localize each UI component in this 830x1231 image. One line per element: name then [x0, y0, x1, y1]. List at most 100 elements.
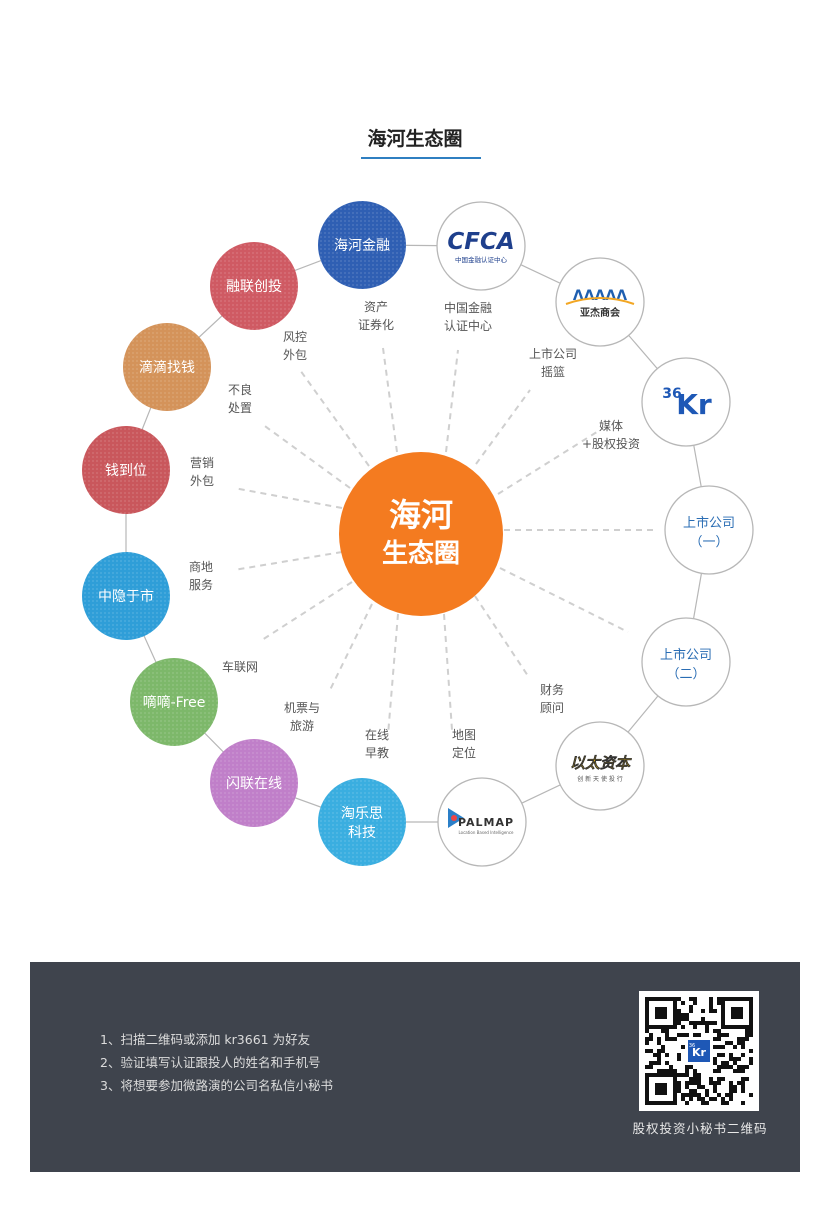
- yajie-logo-mark: ΛΛΛΛΛ: [573, 288, 627, 304]
- spoke-label: 服务: [189, 577, 213, 592]
- cfca-subtitle: 中国金融认证中心: [455, 255, 508, 264]
- spoke-label: 媒体: [599, 419, 623, 433]
- spoke-label: 上市公司: [529, 346, 577, 361]
- node-texture: [318, 778, 406, 866]
- spoke-label: +股权投资: [582, 436, 640, 451]
- outer-ring-line: [125, 244, 710, 823]
- node-texture: [130, 658, 218, 746]
- qr-caption: 股权投资小秘书二维码: [632, 1121, 768, 1136]
- connector-line: [299, 369, 370, 467]
- node-label: （一）: [689, 535, 728, 550]
- node-yajie[interactable]: ΛΛΛΛΛ 亚杰商会: [555, 257, 645, 347]
- connector-line: [261, 581, 353, 641]
- node-qian-daowei[interactable]: 钱到位: [82, 426, 170, 514]
- node-ronglian-chuangtou[interactable]: 融联创投: [210, 242, 298, 330]
- 36kr-logo-letters: Kr: [676, 388, 712, 421]
- node-label: 钱到位: [105, 463, 147, 479]
- spoke-label: 在线: [365, 728, 389, 742]
- spoke-label: 车联网: [222, 659, 258, 674]
- node-listed-2[interactable]: 上市公司（二）: [641, 617, 731, 707]
- palmap-icon-dot: [451, 815, 457, 821]
- node-circle: [641, 357, 731, 447]
- qr-center-logo-small: 36: [689, 1043, 695, 1049]
- node-circle: [641, 617, 731, 707]
- label-meiti: 媒体 +股权投资: [582, 419, 640, 451]
- connector-line: [387, 613, 399, 736]
- node-zhongyin-yushi[interactable]: 中隐于市: [82, 552, 170, 640]
- spoke-label: 资产: [364, 300, 388, 314]
- connector-line: [475, 389, 531, 465]
- label-chelianwang: 车联网: [222, 659, 258, 674]
- node-texture: [210, 739, 298, 827]
- node-circle: [555, 257, 645, 347]
- center-node: 海河生态圈: [339, 452, 503, 616]
- spoke-label: 定位: [452, 745, 476, 760]
- center-title-line1: 海河: [389, 496, 453, 534]
- node-texture: [318, 201, 406, 289]
- connector-line: [329, 603, 373, 691]
- footer-step: 1、扫描二维码或添加 kr3661 为好友: [100, 1032, 311, 1047]
- spoke-label: 地图: [452, 728, 476, 742]
- node-label: 嘀嘀-Free: [143, 694, 206, 711]
- connector-line: [443, 613, 453, 731]
- node-didi-zhaoqian[interactable]: 滴滴找钱: [123, 323, 211, 411]
- node-label: 海河金融: [334, 238, 390, 254]
- footer-step: 3、将想要参加微路演的公司名私信小秘书: [100, 1078, 333, 1093]
- node-texture: [123, 323, 211, 411]
- spoke-label: 商地: [189, 559, 213, 574]
- spoke-label: 机票与: [284, 701, 320, 715]
- node-label: 闪联在线: [226, 776, 282, 792]
- spoke-label: 摇篮: [541, 364, 565, 379]
- node-texture: [210, 242, 298, 330]
- node-label: 淘乐思: [341, 806, 383, 822]
- node-haihe-jinrong[interactable]: 海河金融: [318, 201, 406, 289]
- connector-line: [497, 429, 601, 495]
- connector-line: [261, 423, 351, 489]
- center-circle: [339, 452, 503, 616]
- spoke-label: 处置: [228, 401, 252, 415]
- spoke-label: 财务: [540, 682, 564, 697]
- node-listed-1[interactable]: 上市公司（一）: [664, 485, 754, 575]
- connector-line: [499, 567, 629, 633]
- node-circle: [555, 721, 645, 811]
- page-title: 海河生态圈: [367, 128, 463, 150]
- spoke-label: 营销: [190, 456, 214, 470]
- spoke-label: 外包: [190, 474, 214, 488]
- footer-steps: 1、扫描二维码或添加 kr3661 为好友 2、验证填写认证跟投人的姓名和手机号…: [100, 1028, 333, 1097]
- node-texture: [82, 552, 170, 640]
- node-texture: [82, 426, 170, 514]
- node-shanlian-zaixian[interactable]: 闪联在线: [210, 739, 298, 827]
- spoke-label: 证券化: [358, 317, 394, 332]
- node-circle: [436, 201, 526, 291]
- node-label: 上市公司: [660, 647, 712, 663]
- yajie-subtitle: 亚杰商会: [580, 306, 620, 319]
- spoke-label: 早教: [365, 745, 389, 760]
- spoke-label: 旅游: [290, 719, 314, 733]
- palmap-logo: PALMAP: [458, 816, 514, 829]
- 36kr-logo-number: 36: [662, 386, 681, 402]
- spoke-label: 风控: [283, 330, 307, 344]
- spoke-label: 外包: [283, 348, 307, 362]
- node-label: 融联创投: [226, 279, 282, 295]
- spoke-label: 认证中心: [444, 318, 492, 333]
- etai-subtitle: 创 新 天 使 投 行: [577, 775, 623, 783]
- connector-line: [445, 349, 459, 453]
- node-label: 滴滴找钱: [139, 359, 195, 376]
- node-didi-free[interactable]: 嘀嘀-Free: [130, 658, 218, 746]
- palmap-subtitle: Location Based Intelligence: [458, 830, 514, 835]
